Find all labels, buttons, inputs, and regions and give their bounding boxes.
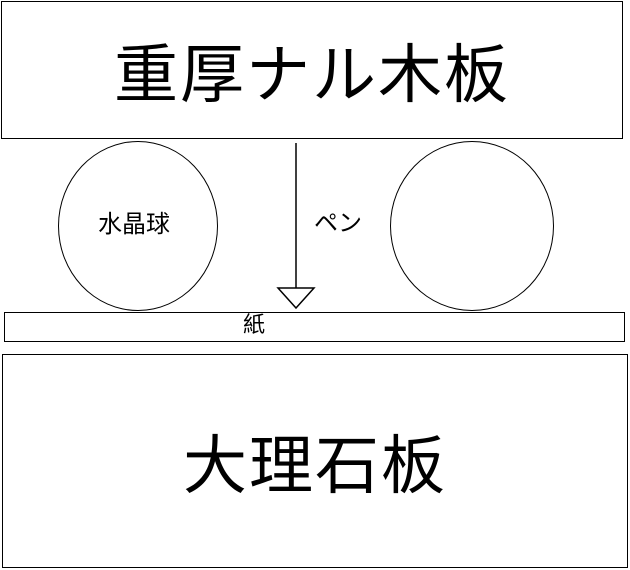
crystal-ball-label: 水晶球 (98, 209, 170, 238)
crystal-ball: 水晶球 (58, 141, 218, 311)
paper-sheet: 紙 (4, 312, 625, 342)
heavy-wooden-board-label: 重厚ナル木板 (114, 39, 510, 113)
pen-arrow-head (276, 287, 316, 310)
marble-slab-label: 大理石板 (183, 430, 447, 504)
paper-label: 紙 (243, 313, 266, 338)
pen-label: ペン (314, 209, 362, 237)
right-sphere (390, 141, 554, 311)
marble-slab: 大理石板 (2, 354, 628, 568)
heavy-wooden-board: 重厚ナル木板 (1, 1, 623, 139)
